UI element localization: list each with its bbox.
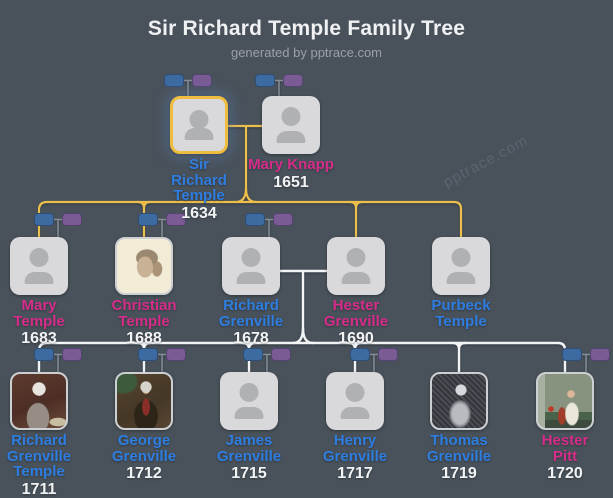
- mother-link-icon[interactable]: [378, 348, 398, 361]
- mother-link-icon[interactable]: [283, 74, 303, 87]
- father-link-icon[interactable]: [562, 348, 582, 361]
- photo-placeholder-hester-grenville[interactable]: [327, 237, 385, 295]
- birth-year: 1720: [547, 465, 583, 482]
- mother-link-icon[interactable]: [192, 74, 212, 87]
- father-link-icon[interactable]: [245, 213, 265, 226]
- birth-year: 1717: [337, 465, 373, 482]
- birth-year: 1711: [21, 480, 57, 498]
- portrait-thomas-grenville[interactable]: [430, 372, 488, 430]
- father-link-icon[interactable]: [138, 213, 158, 226]
- mother-link-icon[interactable]: [166, 213, 186, 226]
- portrait-george-grenville[interactable]: [115, 372, 173, 430]
- page-subtitle: generated by pptrace.com: [230, 45, 383, 60]
- birth-year: 1719: [441, 465, 477, 482]
- parent-link-chips-mary-knapp: [255, 74, 303, 87]
- parent-link-chips-richard-grenville: [245, 213, 293, 226]
- parent-link-chips-henry-grenville: [350, 348, 398, 361]
- father-link-icon[interactable]: [164, 74, 184, 87]
- parent-link-chips-christian-temple: [138, 213, 186, 226]
- father-link-icon[interactable]: [255, 74, 275, 87]
- mother-link-icon[interactable]: [62, 213, 82, 226]
- portrait-christian-temple[interactable]: [115, 237, 173, 295]
- portrait-hester-pitt[interactable]: [536, 372, 594, 430]
- page-title: Sir Richard Temple Family Tree: [147, 17, 466, 40]
- photo-placeholder-mary-temple[interactable]: [10, 237, 68, 295]
- father-link-icon[interactable]: [138, 348, 158, 361]
- parent-link-chips-mary-temple: [34, 213, 82, 226]
- photo-placeholder-james-grenville[interactable]: [220, 372, 278, 430]
- father-link-icon[interactable]: [350, 348, 370, 361]
- birth-year: 1678: [233, 330, 269, 347]
- birth-year: 1634: [181, 204, 217, 222]
- birth-year: 1683: [21, 330, 57, 347]
- photo-placeholder-richard-grenville[interactable]: [222, 237, 280, 295]
- person-name: Mary Knapp: [248, 156, 334, 173]
- father-link-icon[interactable]: [34, 213, 54, 226]
- chip-connector-lines: [54, 79, 590, 372]
- birth-year: 1688: [126, 330, 162, 347]
- mother-link-icon[interactable]: [271, 348, 291, 361]
- father-link-icon[interactable]: [243, 348, 263, 361]
- mother-link-icon[interactable]: [590, 348, 610, 361]
- parent-link-chips-richard-grenville-temple: [34, 348, 82, 361]
- mother-link-icon[interactable]: [273, 213, 293, 226]
- photo-placeholder-mary-knapp[interactable]: [262, 96, 320, 154]
- gold-family-lines: [37, 124, 463, 239]
- parent-link-chips-hester-pitt: [562, 348, 610, 361]
- photo-placeholder-sir-richard-temple[interactable]: [170, 96, 228, 154]
- parent-link-chips-sir-richard-temple: [164, 74, 212, 87]
- birth-year: 1651: [273, 173, 309, 191]
- birth-year: 1715: [231, 465, 267, 482]
- photo-placeholder-henry-grenville[interactable]: [326, 372, 384, 430]
- parent-link-chips-george-grenville: [138, 348, 186, 361]
- birth-year: 1712: [126, 465, 162, 482]
- mother-link-icon[interactable]: [62, 348, 82, 361]
- photo-placeholder-purbeck-temple[interactable]: [432, 237, 490, 295]
- parent-link-chips-james-grenville: [243, 348, 291, 361]
- mother-link-icon[interactable]: [166, 348, 186, 361]
- father-link-icon[interactable]: [34, 348, 54, 361]
- birth-year: 1690: [338, 330, 374, 347]
- portrait-richard-grenville-temple[interactable]: [10, 372, 68, 430]
